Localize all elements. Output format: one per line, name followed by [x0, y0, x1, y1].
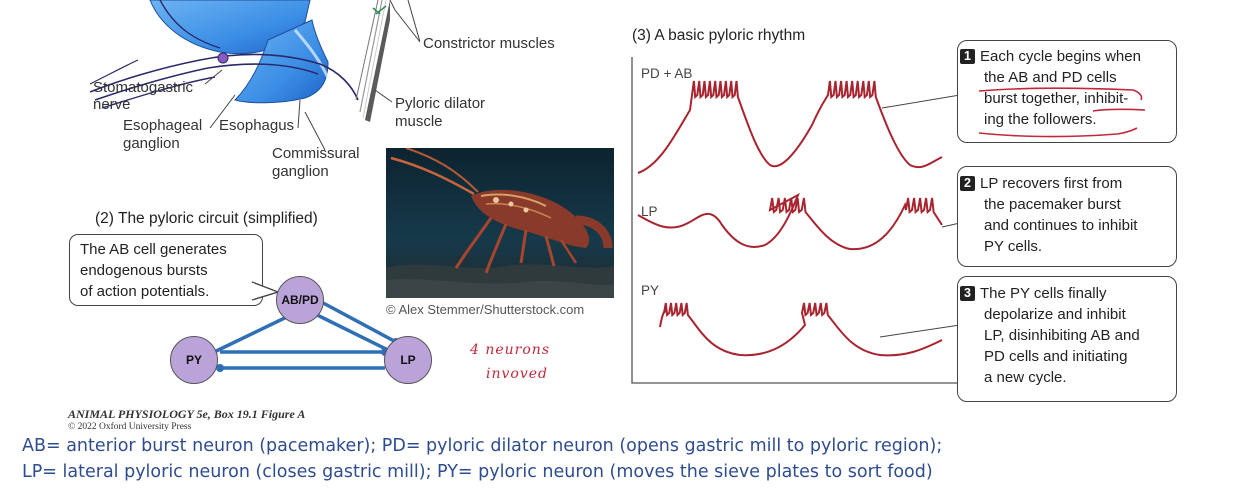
trace-py [659, 302, 943, 357]
trace-label-py: PY [641, 283, 660, 298]
step-1-line-1: Each cycle begins when [980, 48, 1141, 65]
trace-label-lp: LP [641, 204, 658, 219]
circuit-title: (2) The pyloric circuit (simplified) [95, 210, 318, 227]
step-3-line-5: a new cycle. [984, 369, 1067, 386]
figure-credit-title: ANIMAL PHYSIOLOGY 5e, Box 19.1 Figure A [68, 407, 306, 421]
trace-pdab [637, 80, 943, 174]
circuit-note-line-2: endogenous bursts [80, 262, 208, 279]
step-1-line-2: the AB and PD cells [984, 69, 1117, 86]
step-1-line-3: burst together, inhibit- [984, 90, 1129, 107]
step-3-line-3: LP, disinhibiting AB and [984, 327, 1140, 344]
label-esophageal-ganglion-1: Esophageal [123, 117, 203, 134]
circuit-note-line-1: The AB cell generates [80, 241, 227, 258]
step-2-line-3: and continues to inhibit [984, 217, 1138, 234]
pointer-step-1 [881, 94, 960, 109]
trace-label-pdab: PD + AB [641, 66, 693, 81]
step-3-line-1: The PY cells finally [980, 285, 1107, 302]
step-3-line-2: depolarize and inhibit [984, 306, 1126, 323]
circuit-note: The AB cell generates endogenous bursts … [69, 234, 263, 306]
rhythm-title: (3) A basic pyloric rhythm [632, 27, 806, 44]
step-2-callout: 2 LP recovers first from the pacemaker bu… [957, 166, 1177, 267]
photo-credit: © Alex Stemmer/Shutterstock.com [386, 302, 585, 317]
label-esophagus: Esophagus [219, 117, 295, 134]
neuron-py: PY [170, 336, 218, 384]
stomach-anatomy-drawing [90, 0, 390, 122]
step-1-line-4: ing the followers. [984, 111, 1097, 128]
step-2-number: 2 [960, 176, 975, 191]
label-constrictor-muscles: Constrictor muscles [423, 35, 555, 52]
handwritten-note-line-2: invoved [486, 366, 548, 382]
pointer-step-3 [879, 324, 960, 338]
label-stomatogastric-2: nerve [93, 96, 131, 113]
label-commissural-1: Commissural [272, 145, 360, 162]
neuron-abpd: AB/PD [276, 276, 324, 324]
label-stomatogastric-1: Stomatogastric [93, 79, 194, 96]
circuit-note-line-3: of action potentials. [80, 283, 210, 300]
lobster-photo [386, 148, 614, 298]
step-3-number: 3 [960, 286, 975, 301]
handwritten-note-line-1: 4 neurons [470, 342, 550, 358]
step-1-callout: 1 Each cycle begins when the AB and PD ce… [957, 40, 1177, 143]
neuron-lp: LP [384, 336, 432, 384]
label-pyloric-dilator-1: Pyloric dilator [395, 95, 486, 112]
step-1-handwritten-underlines [978, 87, 1146, 138]
step-2-line-4: PY cells. [984, 238, 1043, 255]
step-2-line-1: LP recovers first from [980, 175, 1123, 192]
label-esophageal-ganglion-2: ganglion [123, 135, 180, 152]
notes-line-1: AB= anterior burst neuron (pacemaker); P… [22, 436, 943, 456]
label-pyloric-dilator-2: muscle [395, 113, 443, 130]
label-commissural-2: ganglion [272, 163, 329, 180]
trace-lp [637, 192, 943, 251]
step-3-callout: 3 The PY cells finally depolarize and inh… [957, 276, 1177, 402]
step-1-number: 1 [960, 49, 975, 64]
notes-line-2: LP= lateral pyloric neuron (closes gastr… [22, 462, 933, 482]
rhythm-plot [631, 57, 960, 384]
figure-credit-sub: © 2022 Oxford University Press [68, 422, 192, 432]
anatomy-leader-lines [204, 0, 420, 151]
step-2-line-2: the pacemaker burst [984, 196, 1121, 213]
step-3-line-4: PD cells and initiating [984, 348, 1128, 365]
